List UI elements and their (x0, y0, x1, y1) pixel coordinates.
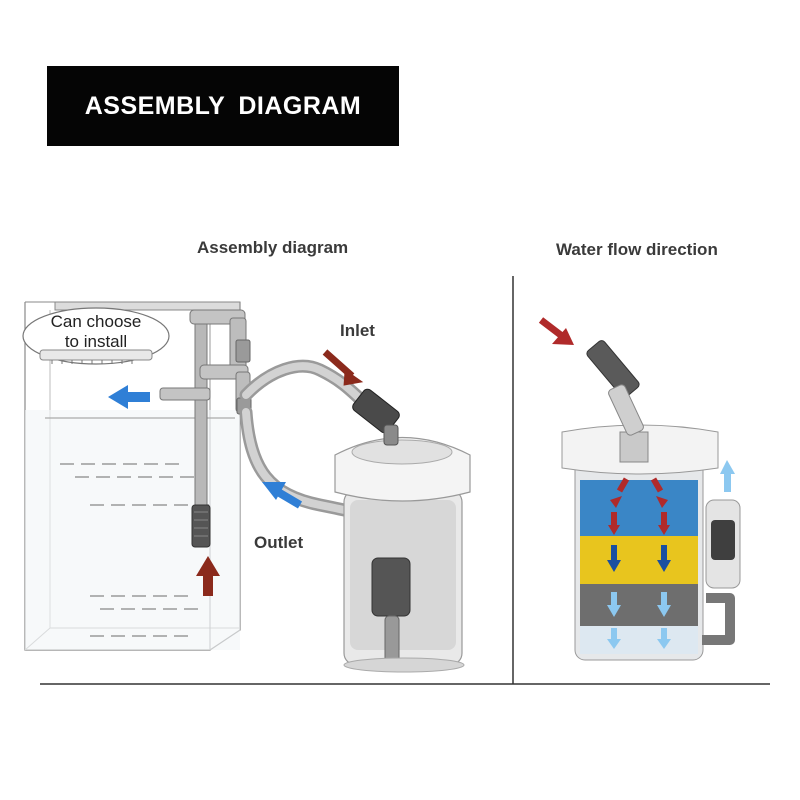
spray-bar (39, 349, 153, 361)
inlet-label: Inlet (340, 321, 375, 340)
outlet-label: Outlet (254, 533, 304, 552)
tank-outflow-arrow (108, 385, 150, 409)
callout-text: Can choose to install (38, 312, 154, 352)
flow-light-blue-arrows (607, 460, 735, 649)
callout-line-1: Can choose (50, 312, 142, 331)
filter-layer-blue (580, 480, 698, 536)
banner: ASSEMBLY DIAGRAM (47, 66, 399, 146)
outlet-valve (371, 557, 411, 617)
strainer-intake (191, 504, 211, 548)
assembly-diagram-title: Assembly diagram (197, 238, 349, 257)
filter-layer-yellow (580, 536, 698, 584)
water-ripples (60, 463, 215, 637)
flow-dark-blue-arrows (607, 545, 671, 572)
water-flow-title: Water flow direction (556, 240, 718, 259)
intake-up-arrow (196, 556, 220, 596)
flow-red-arrows (608, 477, 670, 535)
flow-inlet-arrow (538, 317, 574, 345)
flow-canister (561, 340, 741, 661)
outlet-arrow (262, 482, 303, 509)
callout-bubble (22, 307, 170, 365)
callout-line-2: to install (64, 332, 128, 351)
banner-title: ASSEMBLY DIAGRAM (84, 91, 362, 120)
flow-inlet-valve (586, 340, 640, 398)
canister-filter (334, 437, 471, 673)
inlet-valve (352, 388, 400, 446)
filter-layer-gray (580, 584, 698, 626)
